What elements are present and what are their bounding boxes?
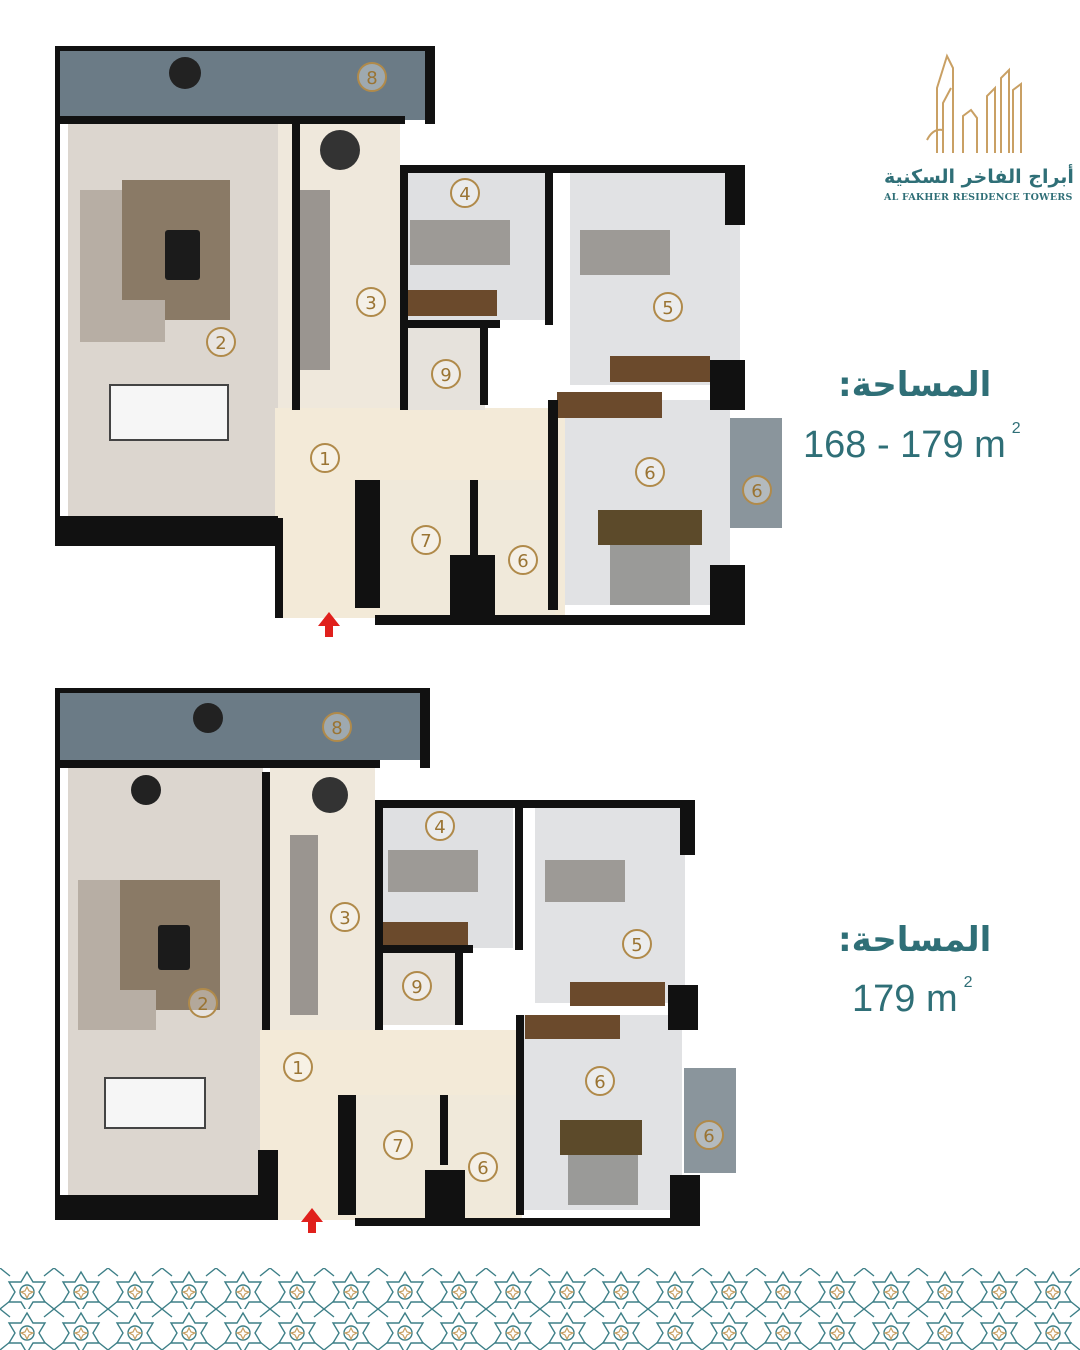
entry-arrow-icon [318,612,340,626]
room-label-8: 8 [357,62,387,92]
room-label-6-bedroom: 6 [635,457,665,487]
room-label-6-bedroom: 6 [585,1066,615,1096]
brand-name-arabic: أبراج الفاخر السكنية [884,166,1074,188]
room-label-2: 2 [206,327,236,357]
room-label-4: 4 [450,178,480,208]
room-label-7: 7 [411,525,441,555]
room-label-6-balcony: 6 [742,475,772,505]
room-label-5: 5 [653,292,683,322]
floor-plan-1: 8 2 3 4 5 9 1 6 6 7 6 [0,0,800,640]
area-label-2: المساحة: [838,920,992,960]
room-label-9: 9 [402,971,432,1001]
room-label-1: 1 [310,443,340,473]
room-label-5: 5 [622,929,652,959]
brand-name-english: AL FAKHER RESIDENCE TOWERS [884,192,1073,203]
entry-arrow-stem [308,1221,316,1233]
floor-plan-2: 8 2 3 4 5 9 1 6 6 7 6 [55,688,736,1233]
room-label-9: 9 [431,359,461,389]
towers-emblem-icon [926,53,1022,153]
area-label-1: المساحة: [838,365,992,405]
room-label-8: 8 [322,712,352,742]
room-label-1: 1 [283,1052,313,1082]
room-label-6-bath: 6 [508,545,538,575]
entry-arrow-icon [301,1208,323,1222]
room-label-6-bath: 6 [468,1152,498,1182]
entry-arrow-stem [325,625,333,637]
geometric-pattern-band [0,1268,1080,1350]
room-label-3: 3 [356,287,386,317]
room-label-6-balcony: 6 [694,1120,724,1150]
room-label-3: 3 [330,902,360,932]
room-label-2: 2 [188,988,218,1018]
room-label-4: 4 [425,811,455,841]
room-label-7: 7 [383,1130,413,1160]
